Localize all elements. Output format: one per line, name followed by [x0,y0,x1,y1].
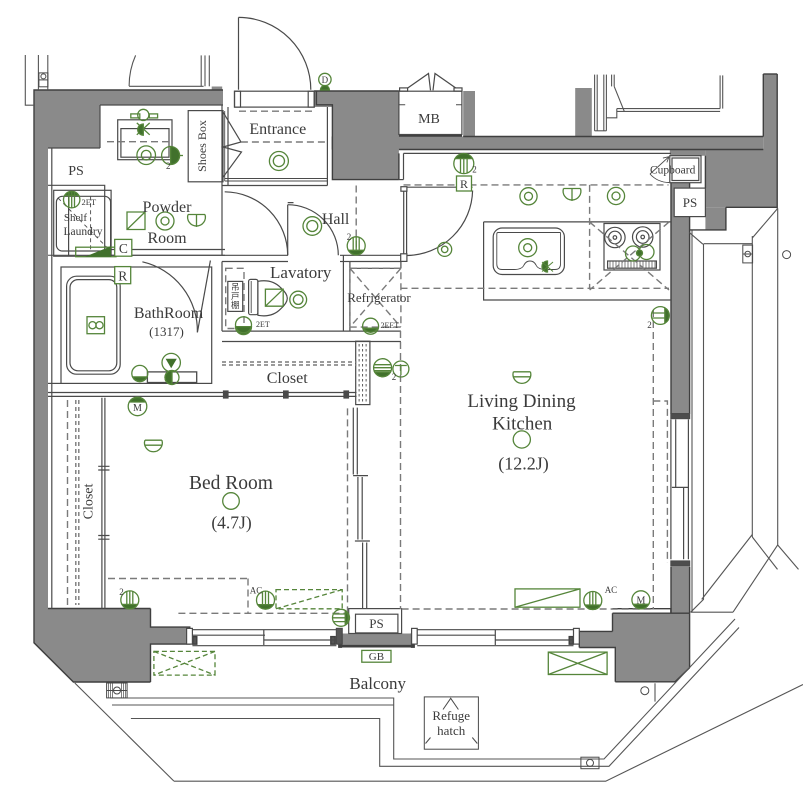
svg-text:Shelf: Shelf [64,212,88,224]
svg-text:戸: 戸 [231,291,240,301]
svg-text:Balcony: Balcony [349,674,406,693]
svg-text:D: D [322,75,329,85]
svg-text:M: M [636,595,645,606]
svg-text:2ET: 2ET [82,197,97,207]
svg-text:Closet: Closet [81,484,96,520]
svg-text:2: 2 [392,372,397,382]
svg-text:Living Dining: Living Dining [467,391,576,412]
svg-text:棚: 棚 [231,300,240,310]
svg-text:hatch: hatch [437,723,466,738]
svg-text:Shoes Box: Shoes Box [195,120,209,172]
svg-text:Kitchen: Kitchen [492,414,553,435]
svg-text:2EET: 2EET [381,321,400,330]
svg-text:Bed Room: Bed Room [189,473,273,494]
svg-text:C: C [119,241,128,256]
svg-text:Refrigerator: Refrigerator [347,290,411,305]
svg-text:Refuge: Refuge [432,708,470,723]
svg-text:(1317): (1317) [149,324,184,339]
svg-text:PS: PS [683,195,697,210]
svg-text:AC: AC [605,585,618,595]
svg-text:(12.2J): (12.2J) [498,454,549,475]
svg-text:Entrance: Entrance [249,121,306,138]
svg-text:AC: AC [250,586,263,596]
svg-text:2: 2 [166,161,171,171]
svg-text:BathRoom: BathRoom [134,305,204,322]
svg-text:(4.7J): (4.7J) [211,513,252,533]
svg-text:Closet: Closet [267,370,308,387]
svg-text:GB: GB [369,651,384,663]
svg-text:Powder: Powder [143,199,193,216]
svg-text:Laundry: Laundry [64,226,103,238]
svg-text:2: 2 [472,165,477,175]
svg-text:MB: MB [418,112,440,127]
svg-text:吊: 吊 [231,282,240,292]
svg-text:2ET: 2ET [256,320,270,329]
svg-text:R: R [118,268,127,283]
svg-text:Cupboard: Cupboard [650,165,696,177]
svg-text:Lavatory: Lavatory [270,263,332,282]
svg-text:R: R [460,177,468,191]
svg-text:Hall: Hall [322,211,350,228]
svg-text:2: 2 [347,232,352,242]
svg-text:2: 2 [119,587,124,597]
svg-text:Room: Room [147,230,187,247]
svg-text:2: 2 [647,320,652,330]
svg-text:M: M [133,403,142,414]
svg-text:PS: PS [369,616,383,631]
svg-text:PS: PS [68,164,84,179]
